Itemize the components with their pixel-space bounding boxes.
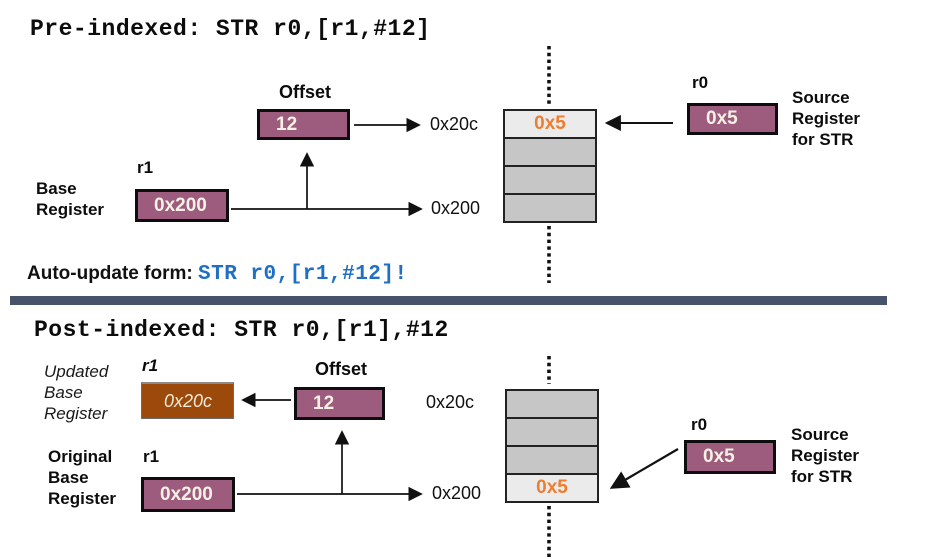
offset-register-box: 12 [257,109,350,140]
base-register-value: 0x200 [154,194,207,216]
updated-base-register-label: Updated Base Register [44,361,108,424]
source-register-box-post: 0x5 [684,440,776,474]
effective-address-text: 0x20c [430,114,479,134]
label-line: Base [44,383,83,402]
updated-base-register-value: 0x20c [164,390,213,411]
original-base-register-value: 0x200 [160,483,213,505]
label-line: for STR [792,130,854,149]
memory-stack-pre: 0x5 [503,109,597,223]
base-register-label: Base Register [36,178,104,220]
source-register-value-post: 0x5 [703,446,735,467]
section-divider [10,296,887,305]
auto-update-code: STR r0,[r1,#12]! [197,263,408,286]
base-register-box: 0x200 [135,189,229,222]
label-line: Register [792,109,861,128]
label-line: Register [791,446,860,465]
label-line: Register [48,489,117,508]
label-line: for STR [791,467,853,486]
memory-cell: 0x5 [505,111,595,139]
label-line: Original [48,447,113,466]
memory-cell [505,139,595,167]
auto-update-line: Auto-update form: STR r0,[r1,#12]! [27,263,408,286]
label-line: Register [44,404,108,423]
label-line: Register [36,200,105,219]
auto-update-label: Auto-update form: [27,263,198,284]
offset-value-post: 12 [313,392,335,414]
memory-cell [507,447,597,475]
source-to-memory-arrow-post [609,448,679,489]
pre-indexed-title: Pre-indexed: STR r0,[r1,#12] [30,16,431,42]
original-base-register-label: Original Base Register [48,446,116,509]
label-line: Source [792,88,850,107]
memory-cell: 0x5 [507,475,597,501]
source-register-box: 0x5 [687,103,778,135]
updated-base-register-box: 0x20c [141,382,234,419]
source-register-label: Source Register for STR [792,87,860,150]
memory-cell [505,167,595,195]
memory-cell [507,391,597,419]
label-line: Updated [44,362,109,381]
offset-value: 12 [276,113,298,135]
base-register-name: r1 [137,158,154,177]
memory-stack-post: 0x5 [505,389,599,503]
base-address-text: 0x200 [431,198,481,218]
label-line: Source [791,425,849,444]
base-address-text-post: 0x200 [432,483,482,503]
memory-cell [505,195,595,221]
source-register-name-post: r0 [691,415,708,434]
source-register-value: 0x5 [706,108,738,129]
original-base-register-box: 0x200 [141,477,235,512]
offset-label-post: Offset [314,359,367,379]
updated-base-register-name: r1 [142,356,159,375]
label-line: Base [36,179,77,198]
offset-register-box-post: 12 [294,387,385,420]
label-line: Base [48,468,89,487]
original-base-register-name: r1 [143,447,160,466]
post-indexed-title: Post-indexed: STR r0,[r1],#12 [34,317,449,343]
memory-cell [507,419,597,447]
source-register-name: r0 [692,73,709,92]
offset-label: Offset [278,82,331,102]
source-register-label-post: Source Register for STR [791,424,859,487]
effective-address-text-post: 0x20c [426,392,475,412]
